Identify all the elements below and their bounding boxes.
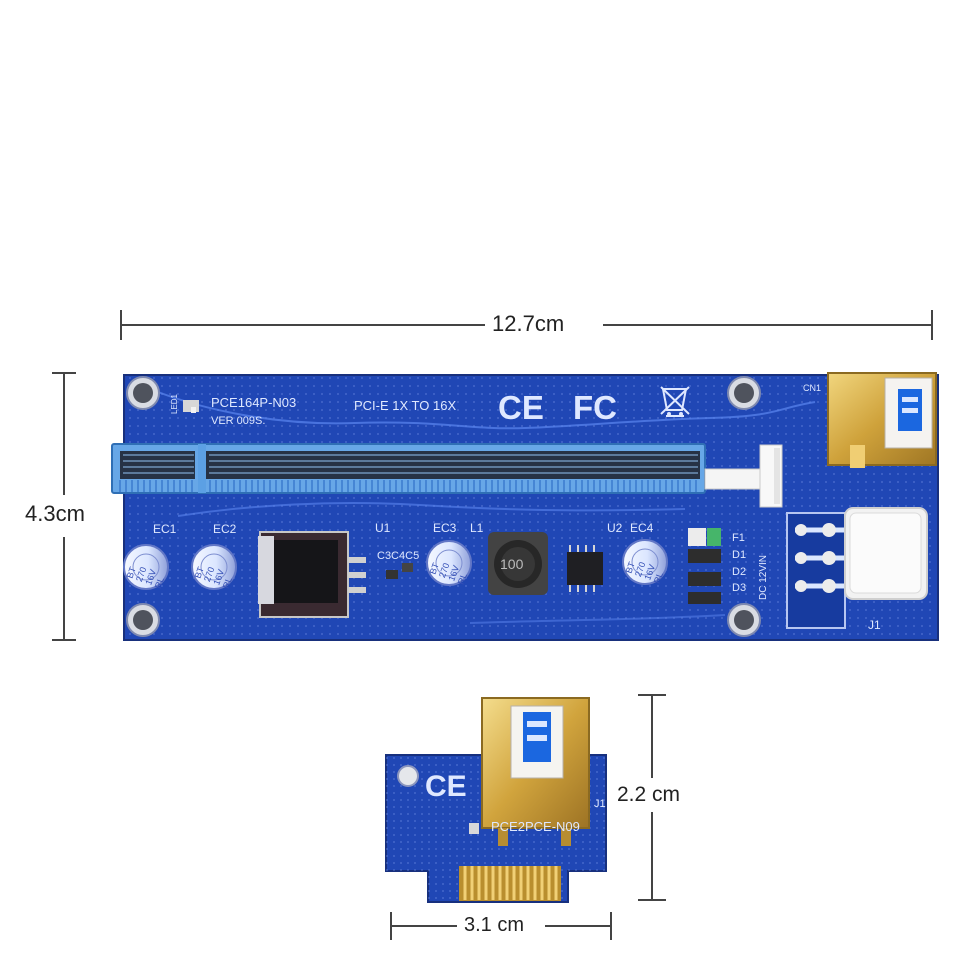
u1-label: U1 bbox=[375, 521, 391, 535]
fcc-mark: FC bbox=[573, 389, 617, 426]
adapter-mounting-hole bbox=[397, 765, 419, 787]
adapter-j1-label: J1 bbox=[594, 798, 606, 810]
version-text: VER 009S. bbox=[211, 415, 265, 427]
fuse-component bbox=[707, 528, 721, 546]
weee-icon bbox=[660, 386, 690, 417]
j1-label: J1 bbox=[868, 618, 881, 632]
capacitor-ec2 bbox=[191, 544, 237, 590]
ce-mark: CE bbox=[498, 389, 544, 426]
d2-label: D2 bbox=[732, 566, 746, 578]
adapter-height-label: 2.2 cm bbox=[617, 783, 681, 806]
u2-label: U2 bbox=[607, 521, 623, 535]
svg-text:270: 270 bbox=[633, 561, 648, 579]
riser-height-label: 4.3cm bbox=[25, 501, 85, 526]
led-label: LED1 bbox=[170, 393, 179, 414]
capacitor-ec3 bbox=[426, 540, 472, 586]
svg-text:RL: RL bbox=[456, 572, 469, 586]
svg-text:270: 270 bbox=[437, 562, 452, 580]
svg-text:BT: BT bbox=[193, 565, 207, 580]
svg-text:270: 270 bbox=[202, 566, 217, 584]
smd-capacitor bbox=[402, 563, 413, 572]
ec1-label: EC1 bbox=[153, 522, 177, 536]
svg-text:BT: BT bbox=[125, 565, 139, 580]
inductor-label: 100 bbox=[500, 556, 524, 572]
riser-width-label: 12.7cm bbox=[492, 311, 565, 336]
diode-d3 bbox=[688, 592, 721, 604]
ec3-label: EC3 bbox=[433, 521, 457, 535]
slot-latch bbox=[704, 444, 783, 508]
adapter-led bbox=[469, 823, 479, 834]
capacitor-text-ec3: BT 270 16V RL bbox=[428, 561, 470, 586]
d3-label: D3 bbox=[732, 582, 746, 594]
capacitor-text-ec4: BT 270 16V RL bbox=[624, 560, 666, 585]
svg-text:270: 270 bbox=[134, 566, 149, 584]
svg-text:BT: BT bbox=[428, 561, 442, 576]
pcie-16x-slot bbox=[111, 443, 706, 494]
capacitor-text-ec1: BT 270 16V RL bbox=[125, 565, 167, 590]
mounting-hole bbox=[727, 603, 761, 637]
voltage-regulator bbox=[258, 531, 366, 618]
adapter-ce-mark: CE bbox=[425, 770, 467, 803]
capacitor-ec4 bbox=[622, 539, 668, 585]
chip-u2 bbox=[567, 545, 603, 592]
mounting-hole bbox=[126, 603, 160, 637]
l1-label: L1 bbox=[470, 521, 484, 535]
fuse-component bbox=[688, 528, 706, 546]
mounting-hole bbox=[727, 376, 761, 410]
ec2-label: EC2 bbox=[213, 522, 237, 536]
model-text: PCE164P-N03 bbox=[211, 395, 296, 410]
capacitor-text-ec2: BT 270 16V RL bbox=[193, 565, 235, 590]
power-label: DC 12VIN bbox=[758, 555, 769, 600]
usb-port-connector bbox=[827, 372, 937, 468]
description-text: PCI-E 1X TO 16X bbox=[354, 398, 456, 413]
svg-text:BT: BT bbox=[624, 560, 638, 575]
cn1-label: CN1 bbox=[803, 383, 821, 393]
adapter-gold-fingers bbox=[459, 866, 561, 901]
svg-text:RL: RL bbox=[221, 576, 234, 590]
diode-d2 bbox=[688, 572, 721, 586]
led-component bbox=[191, 407, 196, 413]
adapter-width-label: 3.1 cm bbox=[464, 914, 525, 936]
capacitor-ec1 bbox=[123, 544, 169, 590]
f1-label: F1 bbox=[732, 532, 745, 544]
power-connector bbox=[786, 507, 928, 629]
smd-capacitor bbox=[386, 570, 398, 579]
diode-d1 bbox=[688, 549, 721, 563]
svg-text:RL: RL bbox=[652, 571, 665, 585]
inductor bbox=[488, 532, 548, 595]
mounting-hole bbox=[126, 376, 160, 410]
adapter-usb-port bbox=[481, 697, 590, 846]
svg-text:RL: RL bbox=[153, 576, 166, 590]
d1-label: D1 bbox=[732, 549, 746, 561]
caps-label: C3C4C5 bbox=[377, 550, 419, 562]
ec4-label: EC4 bbox=[630, 521, 654, 535]
adapter-model-text: PCE2PCE-N09 bbox=[491, 819, 580, 834]
